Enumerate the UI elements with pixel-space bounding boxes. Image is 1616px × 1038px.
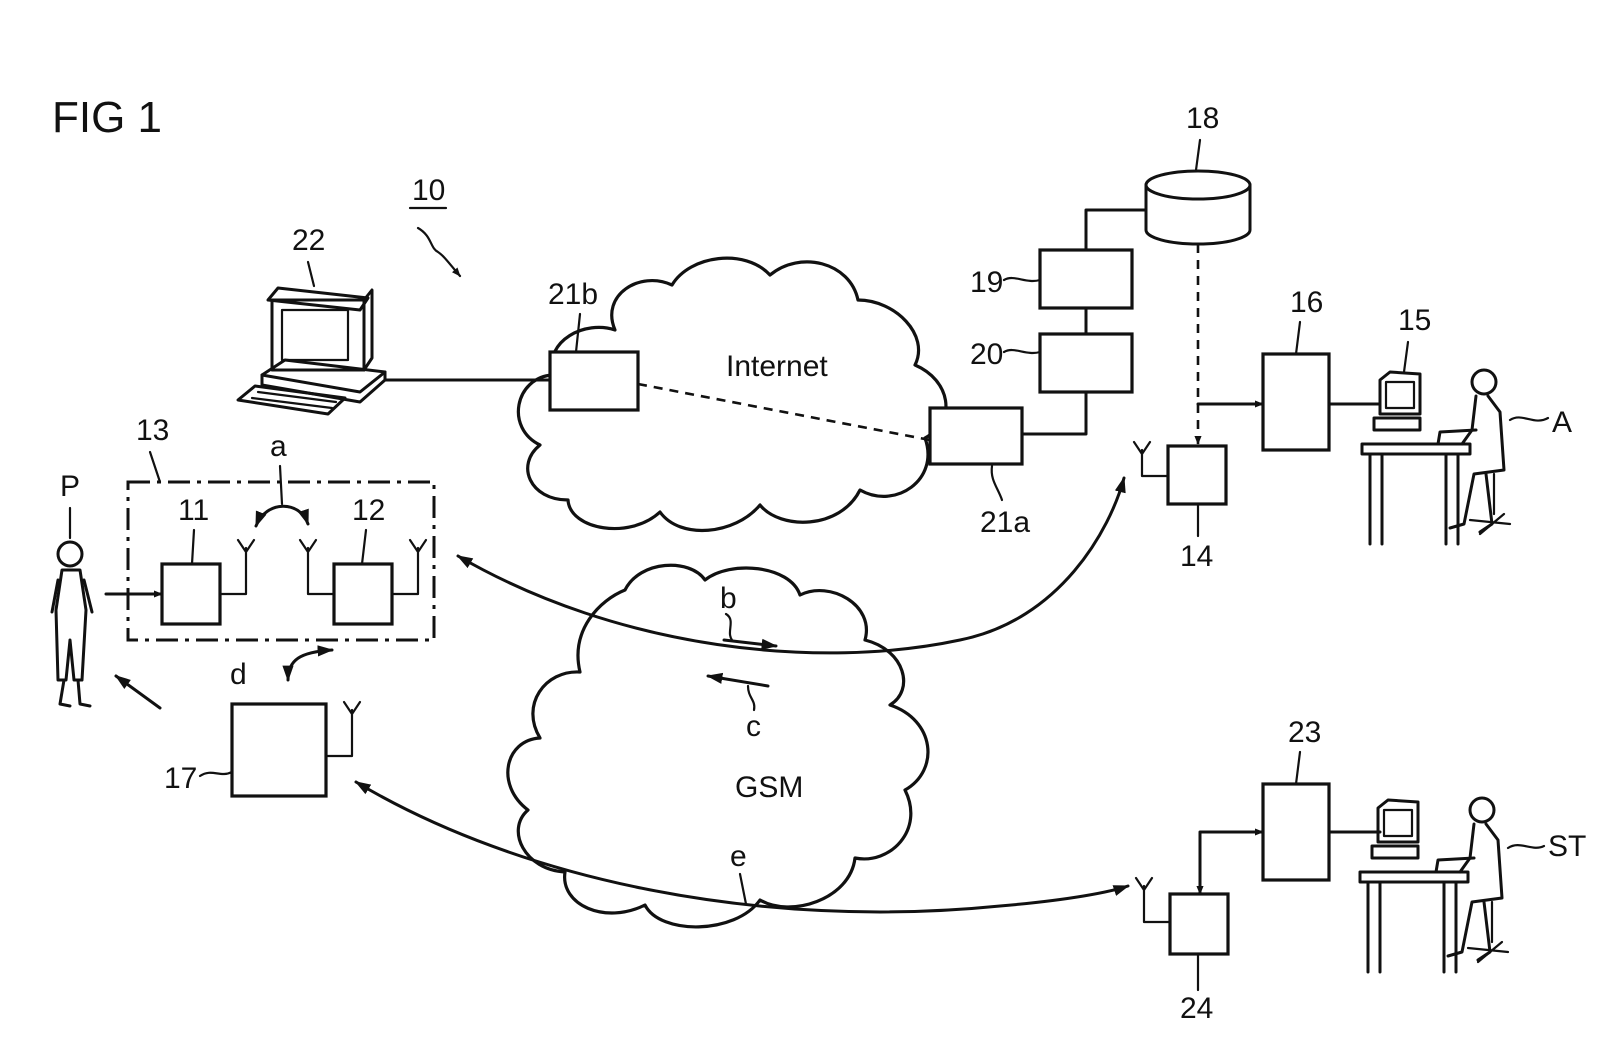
database-18-label: 18 <box>1186 102 1219 135</box>
workstation-15-label: 15 <box>1398 304 1431 337</box>
gateway-21b-label: 21b <box>548 278 598 311</box>
receiver-14-antenna-icon <box>1134 442 1168 476</box>
receiver-24-antenna-icon <box>1136 878 1170 922</box>
signal-d-label: d <box>230 658 247 691</box>
transmitter-12-antenna-inner-icon <box>300 540 334 594</box>
internet-label: Internet <box>726 350 828 383</box>
mobile-device-17-label: 17 <box>164 762 197 795</box>
computer-22-leader <box>308 262 314 286</box>
receiver-14-box <box>1168 446 1226 504</box>
server-23-box <box>1263 784 1329 880</box>
sensor-11-label: 11 <box>178 494 209 527</box>
sensor-11-antenna-icon <box>220 540 254 594</box>
server-16-label: 16 <box>1290 286 1323 319</box>
link-module19-database <box>1086 210 1146 250</box>
receiver-24-label: 24 <box>1180 992 1213 1025</box>
database-18-icon <box>1146 171 1250 244</box>
receiver-14-label: 14 <box>1180 540 1213 573</box>
person-A-label: A <box>1552 406 1572 439</box>
mobile-device-17-leader <box>200 772 232 776</box>
signal-b-label: b <box>720 582 737 615</box>
module-19-leader <box>1004 278 1040 281</box>
workstation-15-leader <box>1404 342 1408 372</box>
module-19-box <box>1040 250 1132 308</box>
transmitter-12-label: 12 <box>352 494 385 527</box>
module-20-box <box>1040 334 1132 392</box>
person-A-leader <box>1510 417 1548 420</box>
figure-label: FIG 1 <box>52 93 162 142</box>
body-unit-13-leader <box>150 452 160 482</box>
transmitter-12-leader <box>362 530 366 564</box>
system-label: 10 <box>412 174 445 207</box>
server-23-leader <box>1296 752 1300 784</box>
signal-a-label: a <box>270 430 287 463</box>
signal-e-label: e <box>730 840 747 873</box>
doctor-workstation-icon <box>1362 370 1510 544</box>
gateway-21b-box <box>550 352 638 410</box>
patient-figure-icon <box>52 542 92 706</box>
transmitter-12-antenna-outer-icon <box>392 540 426 594</box>
signal-a-leader <box>280 466 282 504</box>
module-20-leader <box>1004 350 1040 353</box>
server-16-box <box>1263 354 1329 450</box>
device-to-patient <box>116 676 160 708</box>
receiver-24-box <box>1170 894 1228 954</box>
link-receiver24-server23 <box>1200 832 1263 894</box>
gateway-21a-label: 21a <box>980 506 1030 539</box>
transmitter-12-box <box>334 564 392 624</box>
module-19-label: 19 <box>970 266 1003 299</box>
person-ST-label: ST <box>1548 830 1586 863</box>
computer-22-label: 22 <box>292 224 325 257</box>
person-ST-leader <box>1508 845 1544 848</box>
signal-c-label: c <box>746 710 761 743</box>
server-23-label: 23 <box>1288 716 1321 749</box>
mobile-device-17-antenna-icon <box>326 702 360 756</box>
personal-computer-icon <box>238 288 385 414</box>
gateway-21a-box <box>930 408 1022 464</box>
staff-workstation-icon <box>1360 798 1508 972</box>
module-20-label: 20 <box>970 338 1003 371</box>
person-P-label: P <box>60 470 80 503</box>
gateway-21a-leader <box>992 466 1002 500</box>
mobile-device-17-box <box>232 704 326 796</box>
server-16-leader <box>1296 322 1300 354</box>
gsm-label: GSM <box>735 771 803 804</box>
link-module20-gateway21a <box>1022 392 1086 434</box>
body-unit-13-label: 13 <box>136 414 169 447</box>
database-18-leader <box>1196 140 1200 170</box>
signal-d-arrow <box>288 650 332 680</box>
sensor-11-leader <box>192 530 194 564</box>
signal-a-arrow <box>256 506 308 526</box>
sensor-11-box <box>162 564 220 624</box>
system-pointer-arrow <box>418 228 460 276</box>
